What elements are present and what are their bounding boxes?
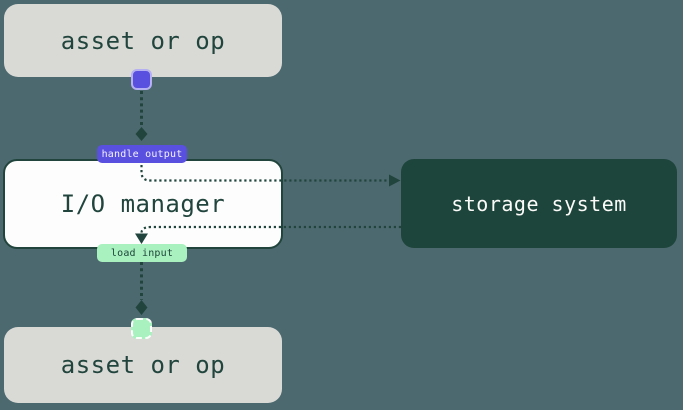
node-io-manager-label: I/O manager	[60, 190, 226, 218]
output-handle-connector	[131, 69, 152, 90]
node-storage-system: storage system	[401, 159, 677, 248]
handle-output-label-text: handle output	[101, 148, 183, 160]
node-asset-bottom-label: asset or op	[60, 351, 226, 379]
node-asset-or-op-top: asset or op	[4, 4, 282, 77]
arrowhead-into-storage	[389, 174, 401, 187]
edge-label-handle-output: handle output	[97, 145, 187, 163]
node-io-manager: I/O manager	[3, 159, 283, 249]
diamond-end-top	[135, 127, 148, 141]
load-input-label-text: load input	[110, 247, 174, 259]
node-asset-top-label: asset or op	[60, 26, 226, 55]
input-handle-connector	[131, 318, 152, 339]
node-asset-or-op-bottom: asset or op	[4, 327, 282, 403]
node-storage-system-label: storage system	[451, 191, 627, 216]
diamond-end-bottom	[135, 300, 148, 315]
edge-label-load-input: load input	[97, 244, 187, 262]
